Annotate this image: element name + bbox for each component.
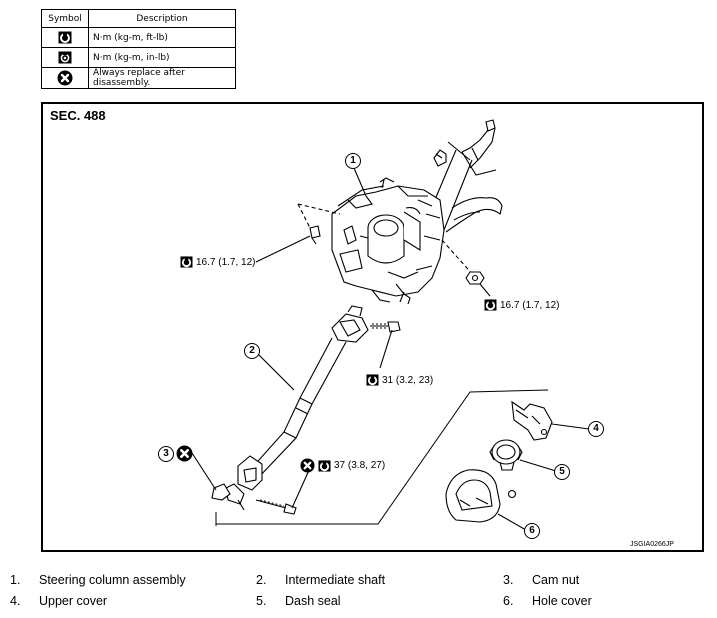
- legend-description: Always replace after disassembly.: [88, 67, 236, 89]
- torque-nm-kgm-ftlb-icon: [180, 256, 193, 268]
- intermediate-shaft: [211, 305, 369, 511]
- symbol-legend-table: Symbol Description N·m (kg-m, ft-lb) N·m…: [41, 9, 236, 89]
- leader-4: [551, 423, 590, 430]
- callout-6: 6: [524, 523, 540, 539]
- leader-3: [191, 452, 217, 491]
- list-item: 5. Dash seal: [256, 594, 341, 608]
- bracket-bolt-left: [309, 225, 321, 245]
- legend-row: N·m (kg-m, in-lb): [41, 47, 236, 68]
- torque-value: 31 (3.2, 23): [382, 374, 434, 386]
- callout-5: 5: [554, 464, 570, 480]
- part-name: Cam nut: [532, 573, 580, 587]
- callout-4: 4: [588, 421, 604, 437]
- always-replace-icon: [300, 458, 315, 473]
- torque-nm-kgm-ftlb-icon: [318, 459, 331, 472]
- torque-nm-kgm-inlb-icon: [41, 47, 89, 68]
- diagram-frame: [41, 102, 704, 552]
- part-number: 5.: [256, 594, 267, 608]
- legend-row: Always replace after disassembly.: [41, 67, 236, 89]
- parts-list: 1. Steering column assembly 2. Intermedi…: [0, 573, 717, 615]
- torque-nm-kgm-ftlb-icon: [41, 27, 89, 48]
- torque-spec-bracket-left: 16.7 (1.7, 12): [180, 256, 255, 268]
- figure-code: JSGIA0266JP: [630, 541, 674, 548]
- part-number: 1.: [10, 573, 21, 587]
- part-number: 4.: [10, 594, 21, 608]
- part-name: Hole cover: [532, 594, 592, 608]
- upper-cover: [511, 400, 553, 441]
- always-replace-icon: [41, 67, 89, 89]
- list-item: 6. Hole cover: [503, 594, 592, 608]
- leader-torque-left: [255, 235, 311, 263]
- bracket-nut-right: [465, 271, 485, 285]
- part-name: Intermediate shaft: [285, 573, 386, 587]
- leader-torque-right: [479, 283, 491, 297]
- callout-1: 1: [345, 153, 361, 169]
- part-number: 3.: [503, 573, 514, 587]
- leader-5: [519, 459, 557, 472]
- list-item: 3. Cam nut: [503, 573, 579, 587]
- callout-2: 2: [244, 343, 260, 359]
- list-item: 4. Upper cover: [10, 594, 107, 608]
- list-item: 2. Intermediate shaft: [256, 573, 385, 587]
- part-number: 2.: [256, 573, 267, 587]
- legend-header-row: Symbol Description: [41, 9, 236, 28]
- lower-joint-bolt: [255, 499, 297, 515]
- column-housing: [331, 149, 447, 305]
- part-number: 6.: [503, 594, 514, 608]
- part-name: Upper cover: [39, 594, 108, 608]
- leader-2: [255, 351, 295, 391]
- part-name: Dash seal: [285, 594, 341, 608]
- leader-1: [353, 167, 367, 197]
- torque-spec-lower-joint-bolt: 37 (3.8, 27): [300, 458, 385, 473]
- dash-seal: [489, 439, 523, 471]
- always-replace-icon: [176, 445, 193, 462]
- torque-value: 16.7 (1.7, 12): [196, 256, 256, 268]
- torque-nm-kgm-ftlb-icon: [366, 374, 379, 386]
- torque-value: 37 (3.8, 27): [334, 460, 386, 471]
- leader-6: [497, 513, 527, 531]
- hole-cover: [445, 469, 517, 523]
- upper-joint-bolt: [370, 321, 401, 333]
- callout-3: 3: [158, 446, 174, 462]
- torque-value: 16.7 (1.7, 12): [500, 299, 560, 311]
- torque-spec-upper-joint-bolt: 31 (3.2, 23): [366, 374, 433, 386]
- leader-torque-upper-bolt: [379, 329, 393, 369]
- torque-spec-bracket-right: 16.7 (1.7, 12): [484, 299, 559, 311]
- section-label: SEC. 488: [50, 108, 106, 123]
- part-name: Steering column assembly: [39, 573, 186, 587]
- list-item: 1. Steering column assembly: [10, 573, 186, 587]
- torque-nm-kgm-ftlb-icon: [484, 299, 497, 311]
- column-upper-shaft: [419, 119, 503, 241]
- leader-torque-lower-bolt: [291, 467, 311, 509]
